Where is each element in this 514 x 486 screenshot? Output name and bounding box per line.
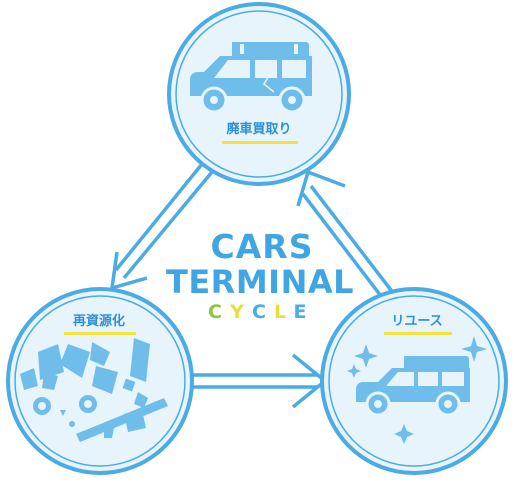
node-left-underline [64,332,136,335]
sparkle-icon [347,364,361,378]
node-top-underline [222,141,298,144]
cycle-letter-3: C [252,301,266,323]
center-title: CARS TERMINAL C Y C L E [166,227,354,323]
car-icon [190,42,312,114]
node-left-label: 再資源化 [73,313,125,329]
cycle-letter-5: E [294,301,307,323]
cycle-letter-4: L [274,301,286,323]
cycle-letter-1: C [208,301,222,323]
title-cycle: C Y C L E [208,301,306,323]
recycle-scrap-icon [20,338,168,442]
cycle-letter-2: Y [229,301,244,323]
node-right-underline [384,332,452,335]
arrow-left-to-right [193,353,328,409]
node-left: 再資源化 [6,287,194,475]
node-right-label: リユース [391,314,442,329]
node-right: リユース [320,287,508,475]
node-top-label: 廃車買取り [225,121,291,137]
sparkling-car-icon [347,336,487,444]
title-terminal: TERMINAL [166,263,354,301]
sparkle-icon [394,424,414,444]
title-cars: CARS [211,227,314,266]
node-top: 廃車買取り [167,2,351,186]
arrow-right-to-top [296,169,396,302]
sparkle-icon [354,344,378,368]
sparkle-icon [461,336,487,362]
